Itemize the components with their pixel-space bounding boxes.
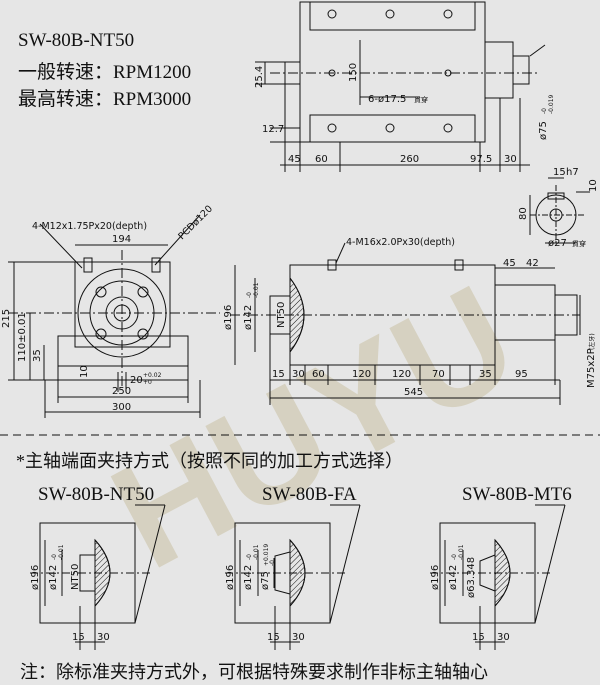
dim-nt50: NT50	[276, 302, 287, 328]
dim-12-7: 12.7	[262, 124, 284, 135]
mt6-dim-63: ø63.348	[466, 557, 477, 598]
mount-holes	[327, 9, 453, 133]
dim-20-tol-lower: +0	[143, 379, 152, 386]
model-label: SW-80B-NT50	[18, 30, 135, 51]
mt6-dim-196: ø196	[430, 565, 441, 590]
clamp-mt6	[430, 504, 566, 650]
fa-dim-15: 15	[267, 632, 280, 643]
variant-title-nt50: SW-80B-NT50	[38, 484, 155, 505]
dim-70: 70	[432, 369, 445, 380]
nt50-dim-30: 30	[97, 632, 110, 643]
mt6-dim-15: 15	[472, 632, 485, 643]
dim-pcd: PCDø120	[176, 203, 215, 242]
bolt-holes	[95, 286, 149, 340]
dim-h7: h7	[566, 167, 579, 178]
clamp-fa	[225, 504, 361, 650]
dim-60-b: 60	[312, 369, 325, 380]
dim-260: 260	[400, 154, 419, 165]
dim-45-b: 45	[503, 258, 516, 269]
dim-25-4: 25.4	[254, 66, 265, 88]
dim-194: 194	[112, 234, 131, 245]
dim-95: 95	[515, 369, 528, 380]
dim-35-b: 35	[479, 369, 492, 380]
dim-15: 15	[272, 369, 285, 380]
dim-120-a: 120	[352, 369, 371, 380]
variant-title-mt6: SW-80B-MT6	[462, 484, 572, 505]
dim-110: 110±0.01	[17, 312, 28, 362]
nt50-dim-196: ø196	[30, 565, 41, 590]
mt6-dim-30: 30	[497, 632, 510, 643]
clamp-section-title: *主轴端面夹持方式（按照不同的加工方式选择）	[16, 451, 403, 471]
dim-through: 貫穿	[414, 95, 428, 104]
dim-key-15: 15	[553, 167, 566, 178]
fa-75-tol-lower: -0	[269, 560, 276, 566]
nt50-dim-15: 15	[72, 632, 85, 643]
max-speed-label: 最高转速：RPM3000	[18, 89, 192, 110]
dim-27: ø27	[548, 238, 567, 249]
variant-title-fa: SW-80B-FA	[262, 484, 357, 505]
dim-300: 300	[112, 402, 131, 413]
dim-142: ø142	[243, 305, 254, 330]
dim-35: 35	[32, 349, 43, 362]
mt6-tol-upper: -0	[451, 554, 458, 560]
fa-142-tol-lower: -0.01	[253, 544, 260, 560]
dim-250: 250	[112, 386, 131, 397]
dim-75: ø75	[538, 121, 549, 140]
dim-75-tol-upper: -0	[541, 108, 548, 114]
dim-through-2: 貫穿	[572, 239, 586, 248]
dim-120-b: 120	[392, 369, 411, 380]
dim-196: ø196	[223, 305, 234, 330]
front-view	[8, 214, 220, 418]
side-view	[230, 242, 581, 405]
dim-45: 45	[288, 154, 301, 165]
dim-30-b: 30	[292, 369, 305, 380]
nt50-tol-upper: -0	[51, 554, 58, 560]
dim-545: 545	[404, 387, 423, 398]
dim-m12-thread: 4-M12x1.75Px20(depth)	[32, 221, 147, 232]
dim-97-5: 97.5	[470, 154, 492, 165]
dim-142-tol-lower: -0.01	[253, 282, 260, 298]
dim-m16-thread: 4-M16x2.0Px30(depth)	[346, 237, 455, 248]
dim-6-holes: 6-ø17.5	[368, 94, 406, 105]
fa-142-tol-upper: -0	[246, 554, 253, 560]
fa-dim-75: ø75	[260, 571, 271, 590]
dim-42: 42	[526, 258, 539, 269]
footer-note: 注：除标准夹持方式外，可根据特殊要求制作非标主轴轴心	[20, 662, 488, 682]
dim-m75-thread: M75x2P	[586, 348, 597, 388]
clamp-nt50	[30, 504, 166, 650]
dim-142-tol-upper: -0	[246, 292, 253, 298]
normal-speed-label: 一般转速：RPM1200	[18, 62, 192, 83]
dim-left-thread: (左牙)	[588, 333, 596, 350]
top-view	[255, 1, 546, 172]
dim-10: 10	[79, 365, 90, 378]
mt6-tol-lower: -0.01	[458, 544, 465, 560]
fa-75-tol-upper: +0.019	[263, 544, 270, 566]
nt50-dim-142: ø142	[48, 565, 59, 590]
dim-60: 60	[315, 154, 328, 165]
fa-dim-142: ø142	[243, 565, 254, 590]
nt50-dim-nt50: NT50	[70, 564, 81, 590]
dim-215: 215	[1, 309, 12, 328]
dim-key-10: 10	[588, 179, 599, 192]
dim-20: 20	[130, 375, 143, 386]
dim-75-tol-lower: -0.019	[548, 94, 555, 114]
fa-dim-196: ø196	[225, 565, 236, 590]
dim-80: 80	[518, 207, 529, 220]
nt50-tol-lower: -0.01	[58, 544, 65, 560]
shaft-section	[529, 177, 590, 245]
dim-20-tol-upper: +0.02	[143, 372, 162, 379]
dim-30: 30	[504, 154, 517, 165]
fa-dim-30: 30	[292, 632, 305, 643]
mt6-dim-142: ø142	[448, 565, 459, 590]
dim-150: 150	[348, 63, 359, 82]
